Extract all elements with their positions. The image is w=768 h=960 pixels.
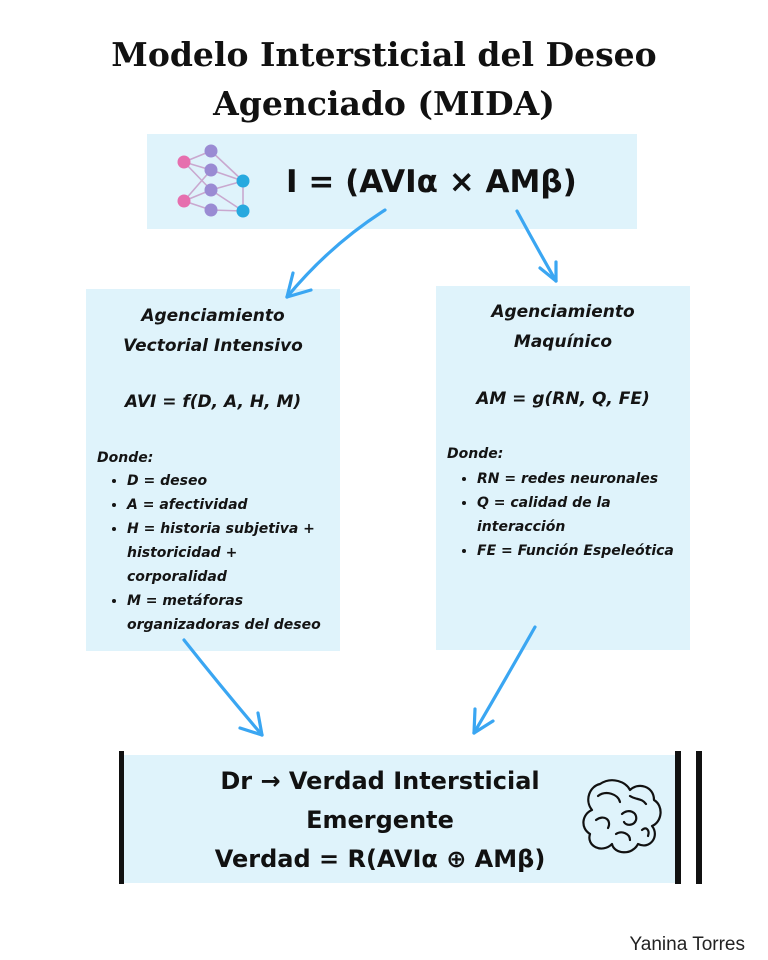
list-item: FE = Función Espeleótica [477,539,687,563]
list-item: M = metáforas organizadoras del deseo [127,589,337,637]
title-line-2: Agenciado (MIDA) [213,84,555,123]
left-box-donde: Donde: [97,450,154,466]
left-box-definitions: D = deseo A = afectividad H = historia s… [97,469,337,637]
right-bar-inner [675,751,681,884]
arrow-left-to-bottom [182,638,264,737]
machinic-box: Agenciamiento Maquínico AM = g(RN, Q, FE… [436,286,690,650]
bottom-line-2: Emergente [306,806,454,834]
right-box-title-line-1: Agenciamiento [491,302,635,322]
list-item: D = deseo [127,469,337,493]
main-formula: I = (AVIα × AMβ) [286,164,577,200]
brain-blob-icon [582,779,662,854]
left-box-title-line-1: Agenciamiento [141,306,285,326]
right-box-title: Agenciamiento Maquínico [436,297,690,357]
emergent-truth-text: Dr → Verdad Intersticial Emergente Verda… [150,762,610,879]
bottom-line-1: Dr → Verdad Intersticial [220,767,540,795]
left-box-formula: AVI = f(D, A, H, M) [124,392,302,412]
left-box-title-line-2: Vectorial Intensivo [123,336,303,356]
list-item: H = historia subjetiva + historicidad + … [127,517,337,589]
title-line-1: Modelo Intersticial del Deseo [111,35,657,74]
right-box-definitions: RN = redes neuronales Q = calidad de la … [447,467,687,563]
bottom-line-3: Verdad = R(AVIα ⊕ AMβ) [214,845,546,873]
left-box-title: Agenciamiento Vectorial Intensivo [86,301,340,361]
author-name: Yanina Torres [629,934,745,955]
neural-network-icon [177,144,250,218]
list-item: A = afectividad [127,493,337,517]
right-box-donde: Donde: [447,446,504,462]
left-bar [119,751,124,884]
right-box-title-line-2: Maquínico [513,332,613,352]
vectorial-intensive-box: Agenciamiento Vectorial Intensivo AVI = … [86,289,340,651]
list-item: RN = redes neuronales [477,467,687,491]
list-item: Q = calidad de la interacción [477,491,687,539]
diagram-title: Modelo Intersticial del Deseo Agenciado … [0,30,768,128]
right-box-formula: AM = g(RN, Q, FE) [476,389,650,409]
right-bar-outer [696,751,702,884]
